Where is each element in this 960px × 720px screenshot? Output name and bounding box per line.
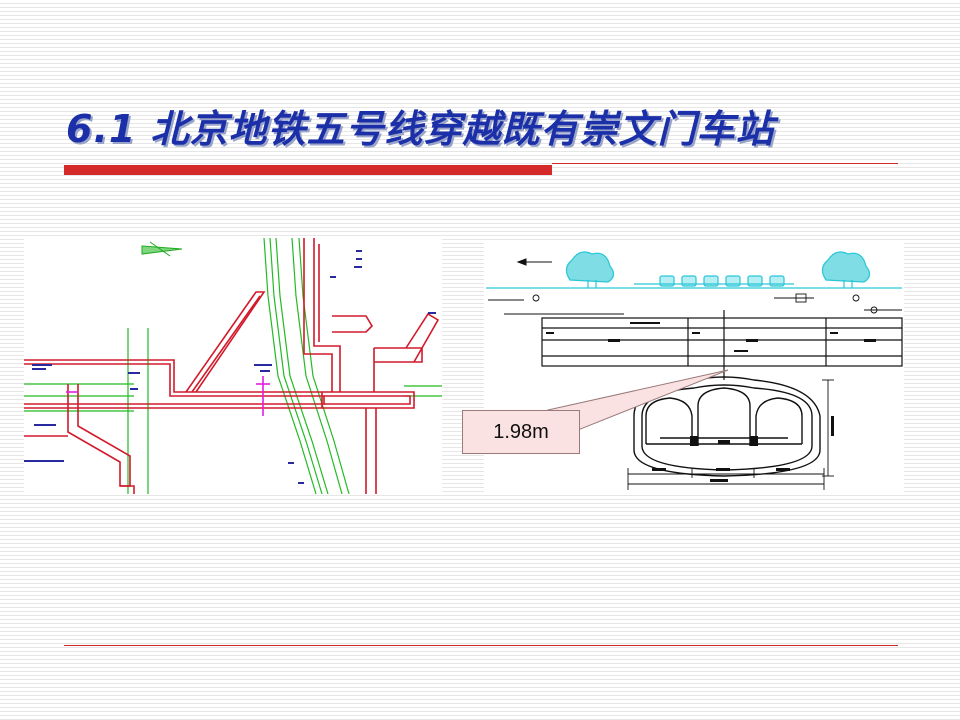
- utility-lines: [488, 293, 902, 315]
- title-underline-rule: [552, 163, 898, 164]
- dimension-lines: [627, 379, 834, 490]
- section-drawing-graphic: [486, 251, 903, 490]
- annotation-marks: [24, 250, 436, 484]
- existing-station-box: [541, 310, 903, 380]
- footer-rule: [64, 645, 898, 646]
- tunnel-pillars: [690, 436, 758, 446]
- plan-drawing-graphic: [24, 237, 442, 494]
- street-surface: [486, 251, 902, 289]
- clearance-callout: 1.98m: [462, 410, 580, 454]
- direction-arrow-icon: [516, 258, 552, 266]
- title-underline-bar: [64, 165, 552, 175]
- section-drawing: [484, 240, 904, 494]
- green-alignment-lines: [24, 237, 442, 494]
- slide-title: 6.1 北京地铁五号线穿越既有崇文门车站: [66, 107, 775, 151]
- station-box-labels: [546, 322, 876, 352]
- red-station-outline: [24, 238, 440, 494]
- north-arrow-icon: [141, 241, 183, 257]
- plan-drawing: [24, 236, 442, 494]
- dimension-labels: [652, 416, 834, 482]
- magenta-markers: [66, 376, 270, 416]
